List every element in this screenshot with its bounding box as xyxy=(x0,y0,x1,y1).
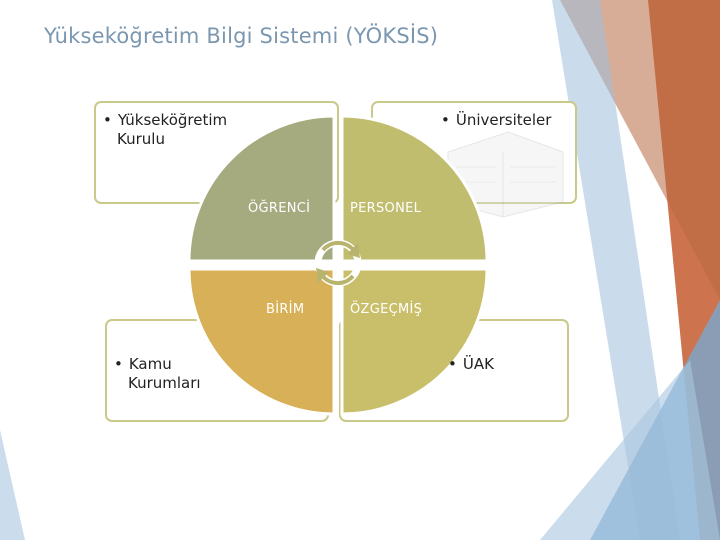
slide-title: Yükseköğretim Bilgi Sistemi (YÖKSİS) xyxy=(44,24,439,48)
bullet-icon: • xyxy=(448,355,457,373)
box-label-bottom-right: • ÜAK xyxy=(448,355,494,374)
cycle-arrows-icon xyxy=(314,239,362,287)
bullet-icon: • xyxy=(114,355,123,373)
label-line2: Kurulu xyxy=(117,130,165,148)
bullet-icon: • xyxy=(103,111,112,129)
label-text: Üniversiteler xyxy=(455,111,552,129)
bullet-icon: • xyxy=(441,111,450,129)
segment-bottom-right xyxy=(340,267,489,416)
segment-label-birim: BİRİM xyxy=(266,302,305,317)
label-line1: Kamu xyxy=(128,355,172,373)
segment-top-left xyxy=(187,114,336,263)
label-text: ÜAK xyxy=(462,355,494,373)
box-label-top-left: • Yükseköğretim Kurulu xyxy=(103,111,227,149)
segment-top-right xyxy=(340,114,489,263)
segment-label-ozgecmis: ÖZGEÇMİŞ xyxy=(350,302,423,317)
label-line1: Yükseköğretim xyxy=(117,111,228,129)
segment-label-personel: PERSONEL xyxy=(350,201,422,216)
box-label-bottom-left: • Kamu Kurumları xyxy=(114,355,201,393)
segment-label-ogrenci: ÖĞRENCİ xyxy=(248,201,311,216)
segment-bottom-left xyxy=(187,267,336,416)
label-line2: Kurumları xyxy=(128,374,201,392)
box-label-top-right: • Üniversiteler xyxy=(441,111,551,130)
